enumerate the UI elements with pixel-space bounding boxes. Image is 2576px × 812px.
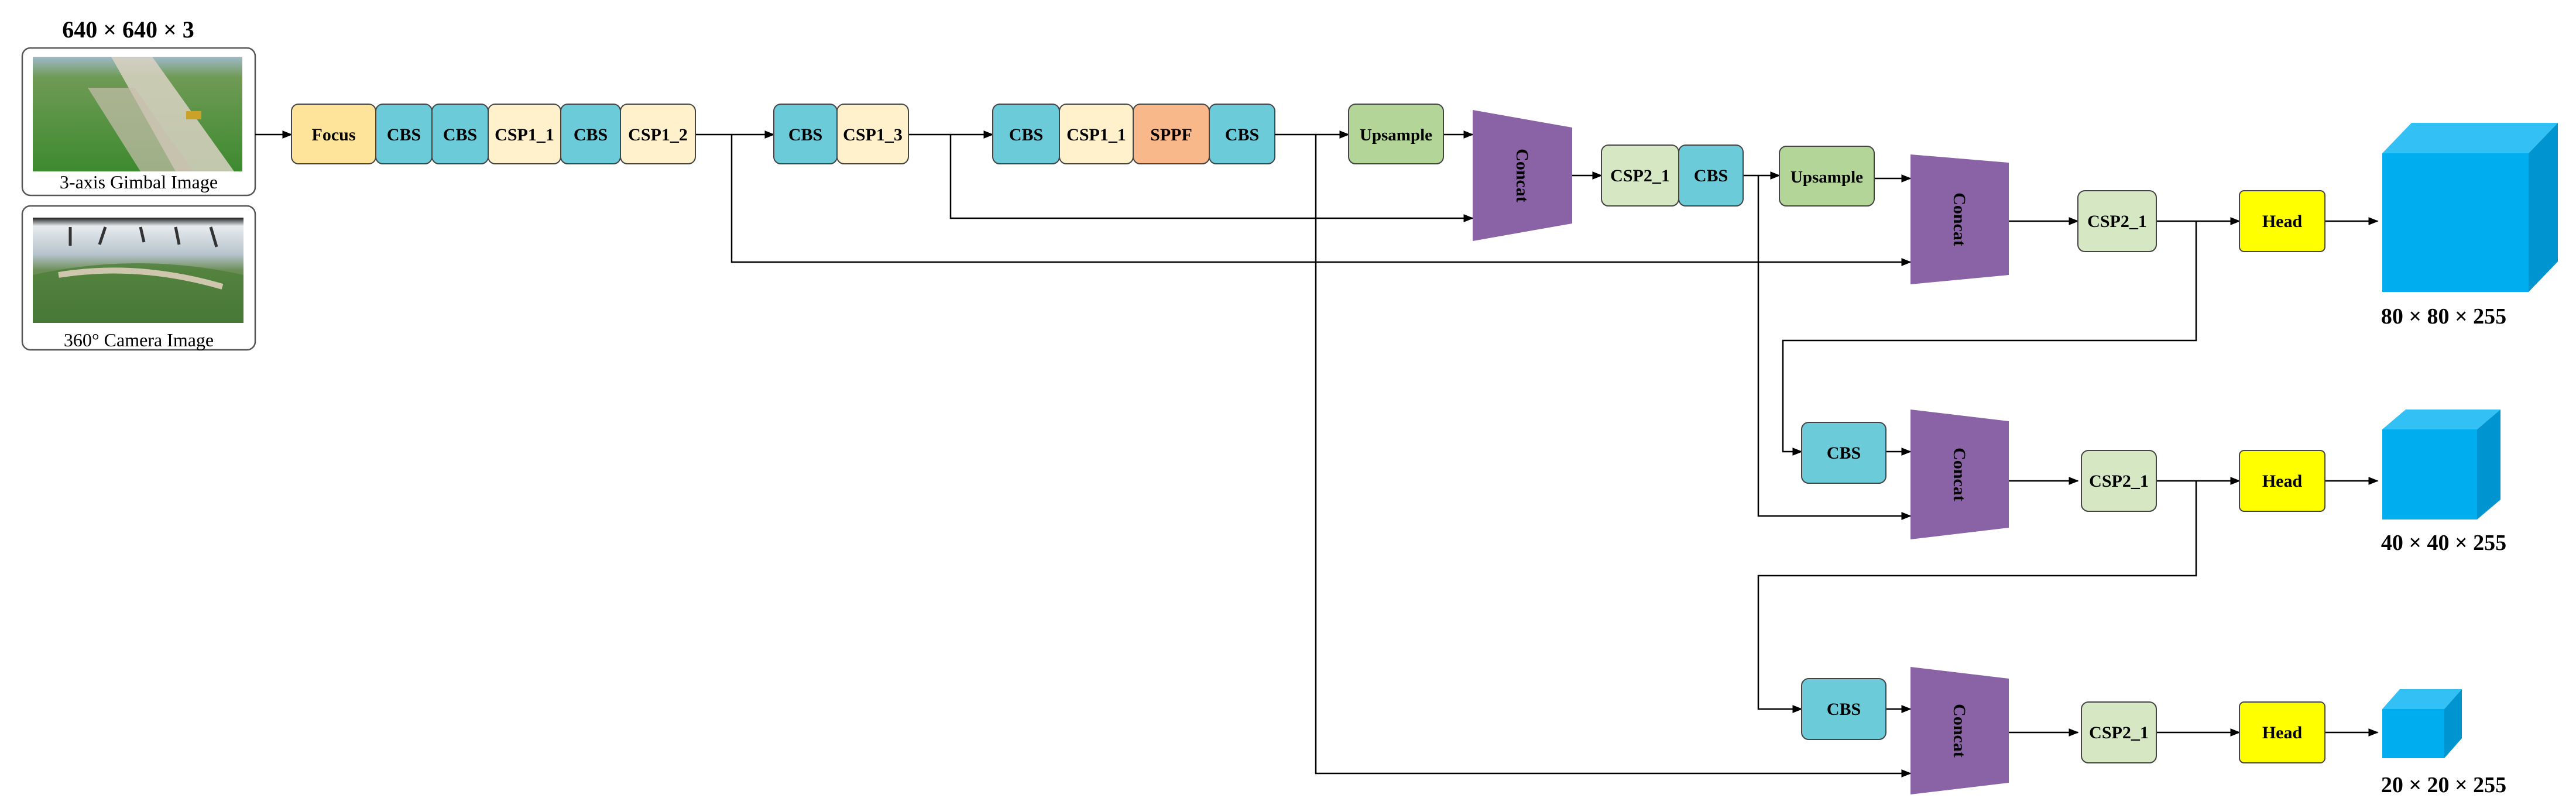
block-upsample-2-label: Upsample <box>1790 168 1863 187</box>
block-head-3: Head <box>2239 701 2325 763</box>
block-upsample-2: Upsample <box>1779 146 1875 207</box>
block-csp1-2-label: CSP1_2 <box>628 125 688 144</box>
block-concat-2: Concat <box>1910 154 2009 284</box>
block-cbs-4-label: CBS <box>788 125 822 144</box>
block-cbs-4: CBS <box>773 104 838 164</box>
block-concat-3-label: Concat <box>1950 448 1969 501</box>
block-cbs-7-label: CBS <box>1694 166 1728 185</box>
block-head-1-label: Head <box>2262 212 2303 231</box>
block-cbs-7: CBS <box>1678 144 1744 207</box>
block-cbs-2-label: CBS <box>443 125 477 144</box>
camera-photo <box>33 218 243 323</box>
output-cube-medium <box>2382 410 2500 519</box>
block-concat-1-label: Concat <box>1512 149 1532 202</box>
output-label-large: 80 × 80 × 255 <box>2381 304 2506 329</box>
block-cbs-8: CBS <box>1801 422 1886 484</box>
block-csp1-1-a: CSP1_1 <box>488 104 561 164</box>
block-csp2-1-a: CSP2_1 <box>1601 144 1679 207</box>
output-cube-large <box>2382 123 2558 292</box>
block-cbs-1-label: CBS <box>387 125 421 144</box>
block-focus: Focus <box>291 104 376 164</box>
block-head-2-label: Head <box>2262 472 2303 491</box>
block-cbs-5: CBS <box>992 104 1060 164</box>
output-label-small: 20 × 20 × 255 <box>2381 773 2506 797</box>
block-concat-3: Concat <box>1910 410 2009 539</box>
block-csp2-1-d: CSP2_1 <box>2081 701 2157 763</box>
gimbal-image-panel: 3-axis Gimbal Image <box>21 47 256 197</box>
block-cbs-5-label: CBS <box>1009 125 1043 144</box>
block-csp2-1-c: CSP2_1 <box>2081 450 2157 512</box>
gimbal-caption: 3-axis Gimbal Image <box>60 171 218 192</box>
block-cbs-9: CBS <box>1801 678 1886 740</box>
block-upsample-1-label: Upsample <box>1360 126 1432 144</box>
block-csp2-1-a-label: CSP2_1 <box>1610 166 1670 185</box>
block-sppf: SPPF <box>1133 104 1210 164</box>
output-cube-small <box>2382 689 2462 758</box>
block-cbs-6: CBS <box>1209 104 1275 164</box>
block-csp1-3: CSP1_3 <box>836 104 909 164</box>
camera-image-panel: 360° Camera Image <box>21 205 256 351</box>
gimbal-photo <box>33 57 242 171</box>
block-cbs-3-label: CBS <box>574 125 608 144</box>
block-csp1-1-b-label: CSP1_1 <box>1066 125 1126 144</box>
output-label-medium: 40 × 40 × 255 <box>2381 531 2506 555</box>
block-cbs-8-label: CBS <box>1827 443 1861 463</box>
block-csp2-1-d-label: CSP2_1 <box>2089 723 2149 742</box>
block-cbs-1: CBS <box>375 104 433 164</box>
connection-lines <box>255 130 2379 777</box>
block-csp1-2: CSP1_2 <box>620 104 696 164</box>
block-csp1-1-a-label: CSP1_1 <box>495 125 554 144</box>
block-upsample-1: Upsample <box>1348 104 1444 164</box>
block-concat-4-label: Concat <box>1950 704 1969 758</box>
block-cbs-9-label: CBS <box>1827 700 1861 719</box>
block-concat-2-label: Concat <box>1950 192 1969 246</box>
block-concat-4: Concat <box>1910 667 2009 794</box>
block-cbs-6-label: CBS <box>1225 125 1259 144</box>
block-focus-label: Focus <box>312 125 356 144</box>
block-csp1-3-label: CSP1_3 <box>843 125 903 144</box>
block-head-3-label: Head <box>2262 723 2303 742</box>
block-csp2-1-c-label: CSP2_1 <box>2089 472 2149 491</box>
block-head-1: Head <box>2239 190 2325 252</box>
block-head-2: Head <box>2239 450 2325 512</box>
block-csp2-1-b: CSP2_1 <box>2077 190 2157 252</box>
block-cbs-2: CBS <box>431 104 489 164</box>
block-cbs-3: CBS <box>560 104 621 164</box>
block-sppf-label: SPPF <box>1150 125 1192 144</box>
block-csp1-1-b: CSP1_1 <box>1059 104 1134 164</box>
input-size-label: 640 × 640 × 3 <box>62 16 194 43</box>
block-concat-1: Concat <box>1473 110 1572 241</box>
camera-caption: 360° Camera Image <box>64 329 214 350</box>
block-csp2-1-b-label: CSP2_1 <box>2087 212 2147 231</box>
